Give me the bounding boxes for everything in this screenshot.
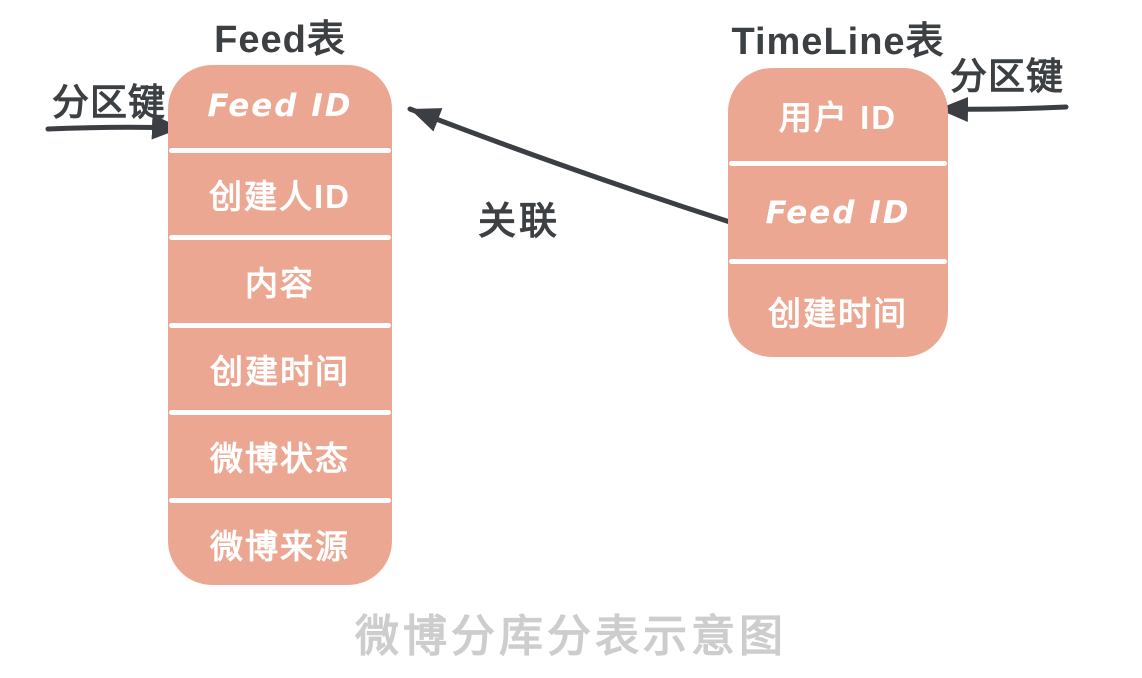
feed-table-row-create-time: 创建时间 — [210, 352, 350, 390]
diagram-caption: 微博分库分表示意图 — [355, 612, 787, 661]
row-divider — [169, 497, 391, 503]
timeline-table: 用户 ID Feed ID 创建时间 — [728, 68, 948, 357]
timeline-table-title: TimeLine表 — [731, 21, 945, 63]
timeline-table-row-create-time: 创建时间 — [768, 294, 908, 332]
partition-key-arrow-left — [45, 114, 185, 140]
feed-table-row-creator-id: 创建人ID — [209, 177, 351, 215]
partition-key-arrow-right — [935, 96, 1069, 122]
row-divider — [729, 259, 947, 264]
row-divider — [169, 235, 391, 240]
relation-arrow — [407, 106, 739, 227]
row-divider — [169, 147, 391, 153]
feed-table-title: Feed表 — [214, 19, 346, 61]
feed-table-row-feed-id: Feed ID — [207, 88, 353, 125]
timeline-table-row-user-id: 用户 ID — [778, 98, 898, 136]
row-divider — [169, 410, 391, 415]
partition-key-label-right: 分区键 — [950, 56, 1064, 97]
feed-table-row-weibo-source: 微博来源 — [210, 527, 350, 565]
timeline-table-row-feed-id: Feed ID — [765, 194, 911, 231]
partition-key-label-left: 分区键 — [52, 82, 166, 123]
row-divider — [729, 161, 947, 166]
feed-table: Feed ID 创建人ID 内容 创建时间 微博状态 微博来源 — [168, 65, 392, 585]
feed-table-row-weibo-status: 微博状态 — [210, 440, 350, 478]
row-divider — [169, 322, 391, 328]
relation-label: 关联 — [478, 201, 561, 243]
feed-table-row-content: 内容 — [245, 265, 315, 303]
